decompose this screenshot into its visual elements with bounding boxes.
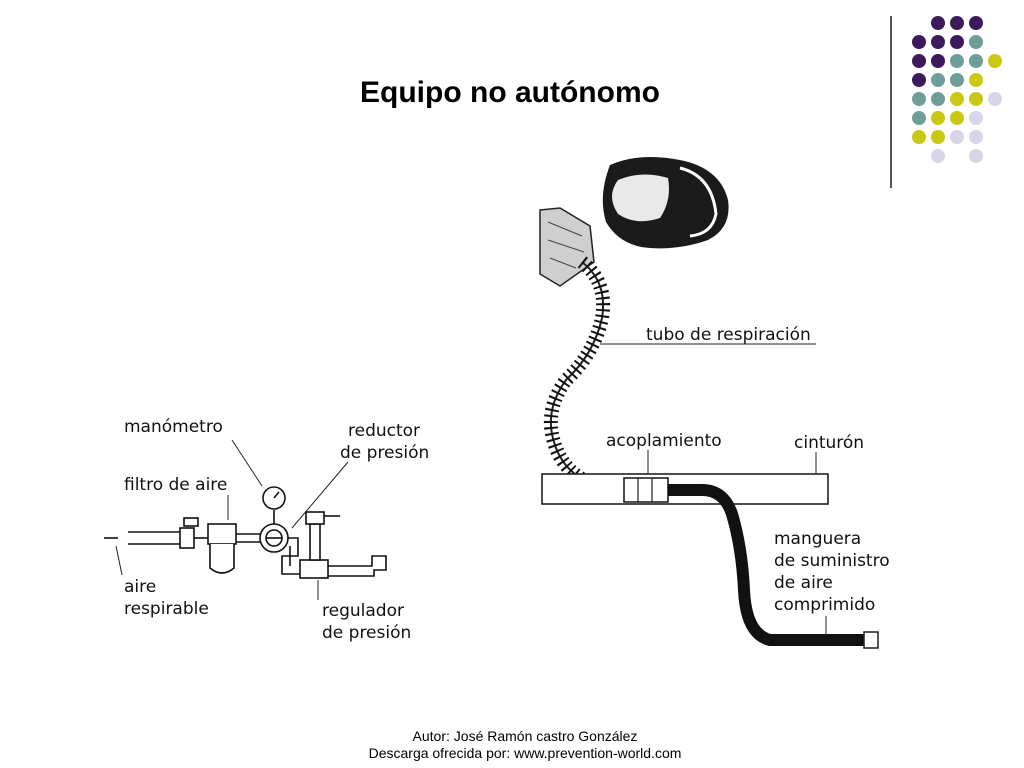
breathing-tube — [549, 261, 625, 487]
decorative-divider — [890, 16, 892, 188]
label-reductor-line2: de presión — [340, 443, 429, 463]
label-manometro: manómetro — [124, 417, 223, 437]
air-supply-assembly — [104, 486, 387, 579]
hose-end-fitting — [863, 631, 879, 649]
coupling — [623, 477, 669, 503]
label-manguera-line1: manguera — [774, 529, 861, 549]
label-cinturon: cinturón — [794, 433, 864, 453]
slide-title: Equipo no autónomo — [360, 76, 660, 109]
label-aire-line2: respirable — [124, 599, 209, 619]
breathing-tube-corrugation — [543, 256, 625, 493]
slide-footer: Autor: José Ramón castro González Descar… — [300, 728, 750, 762]
label-manguera-line4: comprimido — [774, 595, 875, 615]
label-manguera-line2: de suministro — [774, 551, 890, 571]
left-leader-lines — [115, 439, 349, 600]
label-tubo: tubo de respiración — [646, 325, 811, 345]
right-leader-lines — [600, 343, 827, 636]
label-filtro: filtro de aire — [124, 475, 227, 495]
footer-download-source: Descarga ofrecida por: www.prevention-wo… — [368, 745, 682, 761]
label-regulador-line1: regulador — [322, 601, 404, 621]
label-regulador-line2: de presión — [322, 623, 411, 643]
footer-author: Autor: José Ramón castro González — [412, 728, 638, 744]
diagram-labels: manómetro reductor de presión filtro de … — [124, 325, 890, 643]
air-supply-hose — [668, 484, 866, 646]
mask-assembly — [539, 156, 729, 287]
label-acoplamiento: acoplamiento — [606, 431, 722, 451]
label-manguera-line3: de aire — [774, 573, 833, 593]
label-reductor-line1: reductor — [348, 421, 420, 441]
label-aire-line1: aire — [124, 577, 156, 597]
